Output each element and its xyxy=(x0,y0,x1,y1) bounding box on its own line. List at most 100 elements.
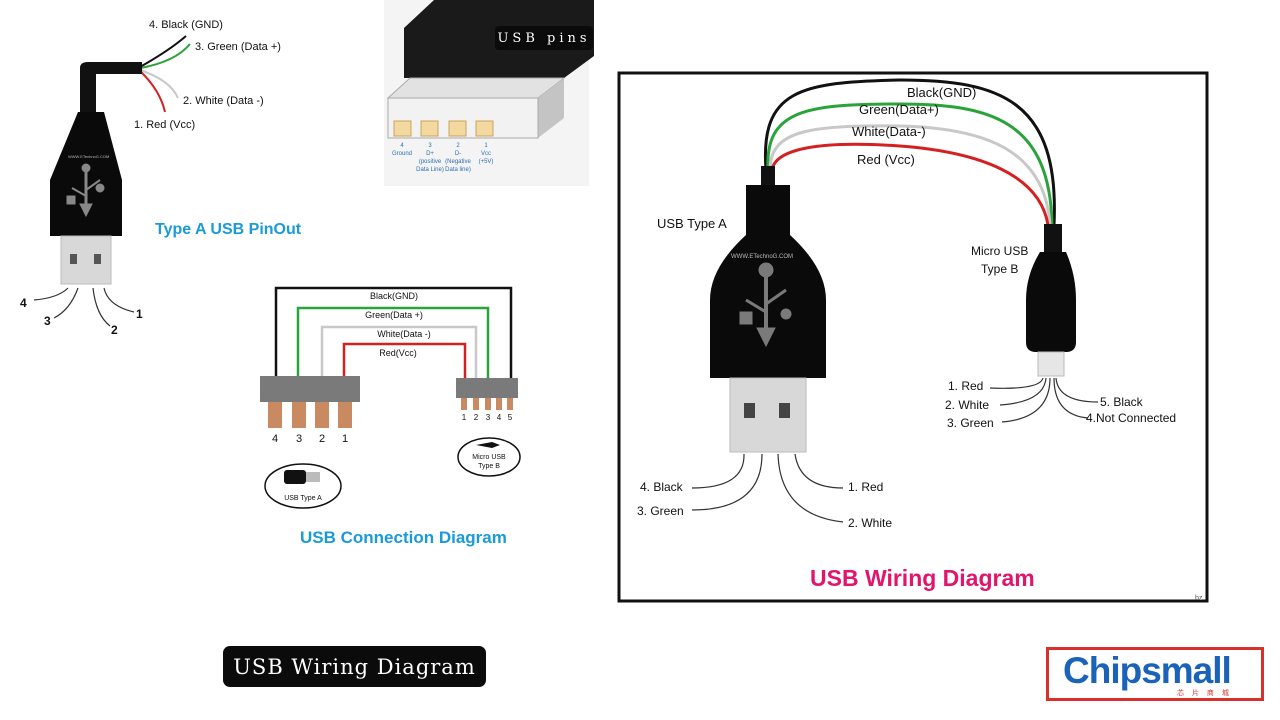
pin4-lead xyxy=(33,287,69,301)
caption-label: USB Wiring Diagram xyxy=(223,646,486,687)
micro-pin-label-3: 3. Green xyxy=(947,416,994,430)
wire-label-black: 4. Black (GND) xyxy=(149,19,223,31)
conn-label-black: Black(GND) xyxy=(370,291,418,301)
conn-micro-label-2: Type B xyxy=(478,463,500,470)
pin-contact-4 xyxy=(393,120,412,137)
conn-type-a-pin-1 xyxy=(338,402,352,428)
conn-micro-pin-1 xyxy=(461,398,467,410)
conn-micro-header xyxy=(456,378,518,398)
wiring-green-wire xyxy=(766,102,1054,226)
wiring-black-wire xyxy=(763,78,1056,226)
connector-top-face xyxy=(386,77,566,99)
connection-diagram-title: USB Connection Diagram xyxy=(300,528,507,547)
black-wire xyxy=(139,35,187,68)
wiring-label-black: Black(GND) xyxy=(907,85,976,100)
pins-desc-1a: Vcc xyxy=(481,151,491,157)
type-a-plug-icon xyxy=(284,470,320,484)
pin1-lead xyxy=(103,287,135,313)
micro-plug-body xyxy=(1026,252,1076,352)
micro-lead-5 xyxy=(1055,377,1099,403)
left-type-a-pinout: WWW.ETechnoG.COM 4. Black (GND) 3. Green… xyxy=(20,19,302,337)
left-pinout-title: Type A USB PinOut xyxy=(155,221,302,238)
white-wire xyxy=(139,69,179,99)
wiring-diagram-panel: Black(GND) Green(Data+) White(Data-) Red… xyxy=(617,71,1209,603)
conn-type-a-header xyxy=(260,376,360,402)
pins-num-3: 3 xyxy=(428,143,432,149)
pin-contact-3 xyxy=(420,120,439,137)
type-a-lead-1 xyxy=(794,453,844,489)
type-a-lead-3 xyxy=(691,453,763,511)
wiring-white-wire xyxy=(768,124,1052,226)
pins-desc-1b: (+5V) xyxy=(479,159,494,165)
chipsmall-logo: Chipsmall 芯 片 商 城 xyxy=(1046,647,1264,701)
conn-m-num-1: 1 xyxy=(462,413,467,422)
wiring-type-a-label: USB Type A xyxy=(657,216,727,231)
logo-subtext: 芯 片 商 城 xyxy=(1177,690,1232,697)
wiring-label-white: White(Data-) xyxy=(852,124,926,139)
pins-num-4: 4 xyxy=(400,143,404,149)
conn-a-num-4: 4 xyxy=(272,433,278,445)
type-a-pin-label-4: 4. Black xyxy=(640,480,684,494)
wiring-diagram-title: USB Wiring Diagram xyxy=(810,565,1035,591)
wiring-brand-text: WWW.ETechnoG.COM xyxy=(731,254,793,260)
conn-label-white: White(Data -) xyxy=(377,329,431,339)
micro-lead-2 xyxy=(999,377,1047,406)
type-a-pin-label-2: 2. White xyxy=(848,516,892,530)
conn-a-num-1: 1 xyxy=(342,433,348,445)
type-a-metal xyxy=(729,377,807,453)
type-a-hole-right xyxy=(779,403,790,418)
type-a-pin-label-1: 1. Red xyxy=(848,480,883,494)
type-a-strain-relief xyxy=(761,166,775,186)
pins-desc-2c: Data line) xyxy=(445,167,471,173)
wiring-label-green: Green(Data+) xyxy=(859,102,939,117)
pin-label-1: 1 xyxy=(136,307,143,321)
pin-label-2: 2 xyxy=(111,323,118,337)
conn-white-wire xyxy=(320,325,478,378)
micro-plug-icon xyxy=(476,442,500,448)
green-wire xyxy=(139,43,191,69)
conn-micro-pin-2 xyxy=(473,398,479,410)
pin2-lead xyxy=(92,287,111,327)
wire-label-red: 1. Red (Vcc) xyxy=(134,119,195,131)
conn-label-green: Green(Data +) xyxy=(365,310,423,320)
pins-desc-3c: Data Line) xyxy=(416,167,444,173)
micro-lead-3 xyxy=(1001,377,1051,423)
wiring-corner-text: bz xyxy=(1195,595,1203,602)
conn-m-num-3: 3 xyxy=(486,413,491,422)
conn-type-a-pin-4 xyxy=(268,402,282,428)
conn-micro-pin-5 xyxy=(507,398,513,410)
plug-hole-left xyxy=(70,254,77,264)
usb-pins-tag: USB pins xyxy=(495,26,593,50)
wiring-micro-label-2: Type B xyxy=(981,262,1018,276)
type-a-pin-label-3: 3. Green xyxy=(637,504,684,518)
pins-desc-4: Ground xyxy=(392,151,412,157)
wire-label-white: 2. White (Data -) xyxy=(183,95,264,107)
conn-micro-oval xyxy=(457,437,521,477)
conn-m-num-2: 2 xyxy=(474,413,479,422)
micro-strain-relief xyxy=(1044,224,1062,254)
pin3-lead xyxy=(53,287,79,319)
connection-diagram: Black(GND) Green(Data +) White(Data -) R… xyxy=(260,286,521,547)
plug-hole-right xyxy=(94,254,101,264)
micro-metal xyxy=(1037,351,1065,377)
pins-desc-2a: D- xyxy=(455,151,461,157)
plug-metal xyxy=(60,235,112,285)
conn-type-a-label: USB Type A xyxy=(284,495,322,502)
conn-type-a-pin-2 xyxy=(315,402,329,428)
conn-green-wire xyxy=(296,306,490,378)
conn-m-num-4: 4 xyxy=(497,413,502,422)
conn-label-red: Red(Vcc) xyxy=(379,348,417,358)
wiring-red-wire xyxy=(770,142,1050,226)
pin-contact-2 xyxy=(448,120,467,137)
pins-num-1: 1 xyxy=(484,143,488,149)
wire-label-green: 3. Green (Data +) xyxy=(195,41,281,53)
pins-desc-3b: (positive xyxy=(419,159,442,165)
conn-a-num-3: 3 xyxy=(296,433,302,445)
conn-black-wire xyxy=(274,286,513,378)
type-a-hole-left xyxy=(744,403,755,418)
micro-pin-label-1: 1. Red xyxy=(948,379,983,393)
micro-pin-label-4: 4.Not Connected xyxy=(1086,411,1176,425)
pin-contact-1 xyxy=(475,120,494,137)
pins-desc-3a: D+ xyxy=(426,151,434,157)
